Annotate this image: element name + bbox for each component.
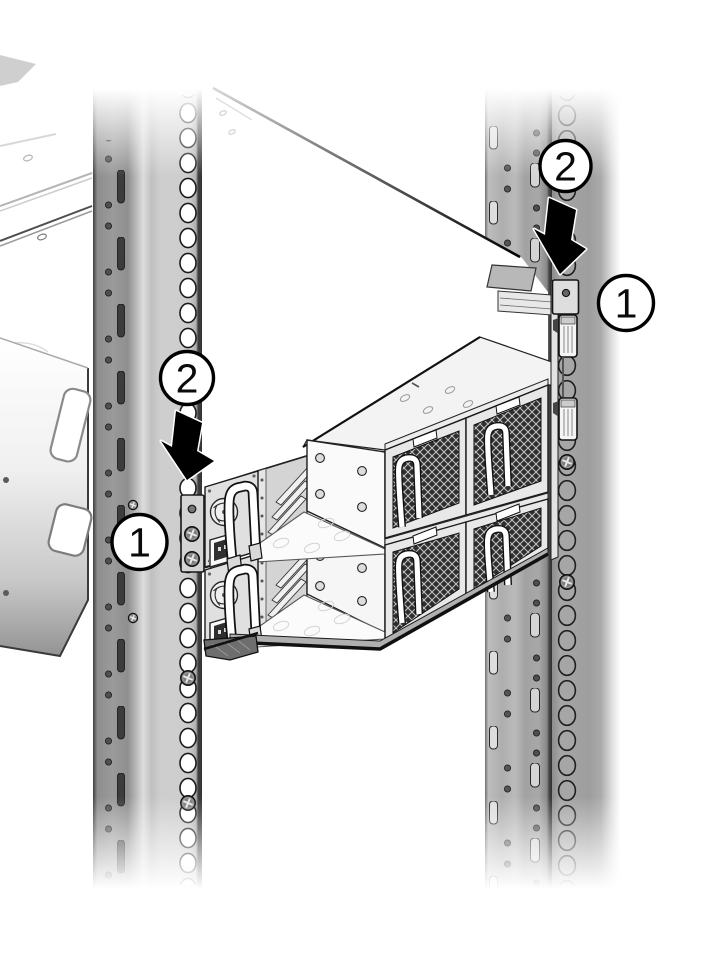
chassis-bottom-edge xyxy=(203,547,549,661)
fan-module-3 xyxy=(384,521,467,647)
latch-top xyxy=(553,314,578,358)
arrow-down-left xyxy=(159,409,216,482)
fan-module-1 xyxy=(384,416,467,539)
arrow-down-right xyxy=(532,196,588,276)
callout-right-step-2: 2 xyxy=(538,138,593,194)
right-mounting-hardware xyxy=(550,279,580,591)
right-rail-screw-2 xyxy=(558,573,576,591)
right-rail-screw-1 xyxy=(558,453,576,471)
callout-label: 1 xyxy=(128,520,151,566)
callout-label: 1 xyxy=(615,281,638,327)
fan-module-2 xyxy=(465,383,549,516)
server-chassis xyxy=(180,86,553,661)
callout-right-step-1: 1 xyxy=(596,273,656,333)
rear-bracket-flap xyxy=(486,264,537,292)
callout-label: 2 xyxy=(176,356,199,402)
bracket-screw-1 xyxy=(183,525,201,543)
callout-label: 2 xyxy=(554,144,577,190)
adjacent-rack-structure xyxy=(0,55,93,658)
left-rack-rail xyxy=(93,60,202,920)
fan-module-4 xyxy=(465,498,549,600)
bracket-screw-2 xyxy=(183,550,201,568)
left-mounting-bracket xyxy=(180,494,205,573)
insert-direction-arrows xyxy=(159,196,588,482)
latch-bottom xyxy=(553,397,578,441)
bracket-hole xyxy=(187,504,197,514)
callout-left-step-2: 2 xyxy=(158,349,216,407)
callouts: 2 1 2 1 xyxy=(110,138,656,572)
callout-left-step-1: 1 xyxy=(110,512,169,572)
right-rack-rail xyxy=(552,60,620,920)
